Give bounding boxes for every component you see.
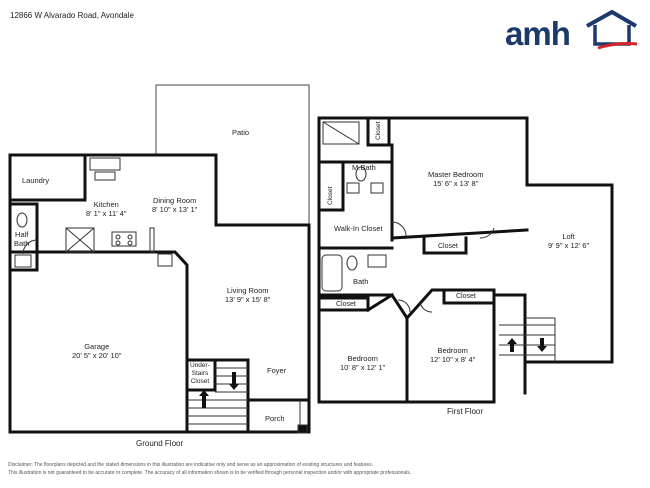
closet-mid-name: Closet: [438, 243, 458, 250]
foyer-label: Foyer: [267, 366, 286, 375]
closet-mid-label: Closet: [438, 242, 458, 251]
closet-b1-label: Closet: [336, 300, 356, 309]
dining-room-name: Dining Room: [152, 196, 197, 205]
bedroom2-dimensions: 12' 10" x 8' 4": [430, 355, 476, 364]
loft-dimensions: 9' 9" x 12' 6": [548, 241, 590, 250]
kitchen-label: Kitchen 8' 1" x 11' 4": [86, 200, 127, 218]
closet-b1-name: Closet: [336, 301, 356, 308]
master-bedroom-dimensions: 15' 6" x 13' 8": [433, 179, 479, 188]
bedroom1-name: Bedroom: [347, 354, 378, 363]
laundry-name: Laundry: [22, 176, 50, 185]
bedroom1-label: Bedroom 10' 8" x 12' 1": [340, 354, 385, 372]
closet-left-name: Closet: [327, 186, 334, 205]
walk-in-closet-label: Walk-In Closet: [334, 224, 382, 233]
under-stairs-line2: Stairs: [191, 370, 209, 377]
living-room-label: Living Room 13' 9" x 15' 8": [225, 286, 270, 304]
garage-name: Garage: [84, 342, 110, 351]
m-bath-label: M.Bath: [352, 163, 376, 172]
under-stairs-line1: Under-: [190, 362, 210, 369]
closet-b2-name: Closet: [456, 293, 476, 300]
closet-b2-label: Closet: [456, 292, 476, 301]
logo-text: amh: [505, 15, 571, 52]
laundry-label: Laundry: [22, 176, 49, 185]
first-floor-title: First Floor: [447, 407, 483, 416]
stairs-up-arrow-icon: [199, 390, 209, 408]
patio-label: Patio: [232, 128, 249, 137]
living-room-name: Living Room: [226, 286, 269, 295]
under-stairs-closet-label: Under- Stairs Closet: [190, 362, 210, 386]
dining-room-label: Dining Room 8' 10" x 13' 1": [152, 196, 197, 214]
amh-logo: amh: [505, 10, 640, 52]
master-bedroom-name: Master Bedroom: [428, 170, 484, 179]
walk-in-closet-name: Walk-In Closet: [334, 224, 383, 233]
disclaimer-line1: Disclaimer: The floorplans depicted and …: [8, 462, 374, 468]
loft-stairs-down-arrow-icon: [537, 338, 547, 352]
half-bath-line1: Half: [15, 230, 29, 239]
disclaimer-line2: This illustration is not guaranteed to b…: [8, 470, 412, 476]
closet-left-label: Closet: [326, 187, 335, 205]
house-roof-icon: [586, 10, 638, 50]
bedroom1-dimensions: 10' 8" x 12' 1": [340, 363, 386, 372]
closet-top-name: Closet: [375, 121, 382, 140]
dining-room-dimensions: 8' 10" x 13' 1": [152, 205, 198, 214]
stairs-down-arrow-icon: [229, 372, 239, 390]
bedroom2-name: Bedroom: [437, 346, 468, 355]
bedroom2-label: Bedroom 12' 10" x 8' 4": [430, 346, 475, 364]
loft-label: Loft 9' 9" x 12' 6": [548, 232, 589, 250]
property-address: 12866 W Alvarado Road, Avondale: [10, 11, 134, 20]
master-bedroom-label: Master Bedroom 15' 6" x 13' 8": [428, 170, 483, 188]
garage-dimensions: 20' 5" x 20' 10": [72, 351, 122, 360]
half-bath-label: Half Bath: [14, 230, 29, 248]
living-room-dimensions: 13' 9" x 15' 8": [225, 295, 271, 304]
kitchen-name: Kitchen: [93, 200, 119, 209]
porch-label: Porch: [265, 414, 285, 423]
porch-name: Porch: [265, 414, 285, 423]
loft-stairs-up-arrow-icon: [507, 338, 517, 352]
garage-label: Garage 20' 5" x 20' 10": [72, 342, 121, 360]
ground-floor-title: Ground Floor: [136, 439, 184, 448]
closet-top-label: Closet: [374, 122, 383, 140]
under-stairs-line3: Closet: [190, 378, 210, 385]
bath-name: Bath: [353, 277, 369, 286]
half-bath-line2: Bath: [14, 239, 30, 248]
loft-name: Loft: [562, 232, 575, 241]
kitchen-dimensions: 8' 1" x 11' 4": [86, 209, 127, 218]
m-bath-name: M.Bath: [352, 163, 376, 172]
bath-label: Bath: [353, 277, 368, 286]
foyer-name: Foyer: [267, 366, 287, 375]
patio-name: Patio: [232, 128, 250, 137]
